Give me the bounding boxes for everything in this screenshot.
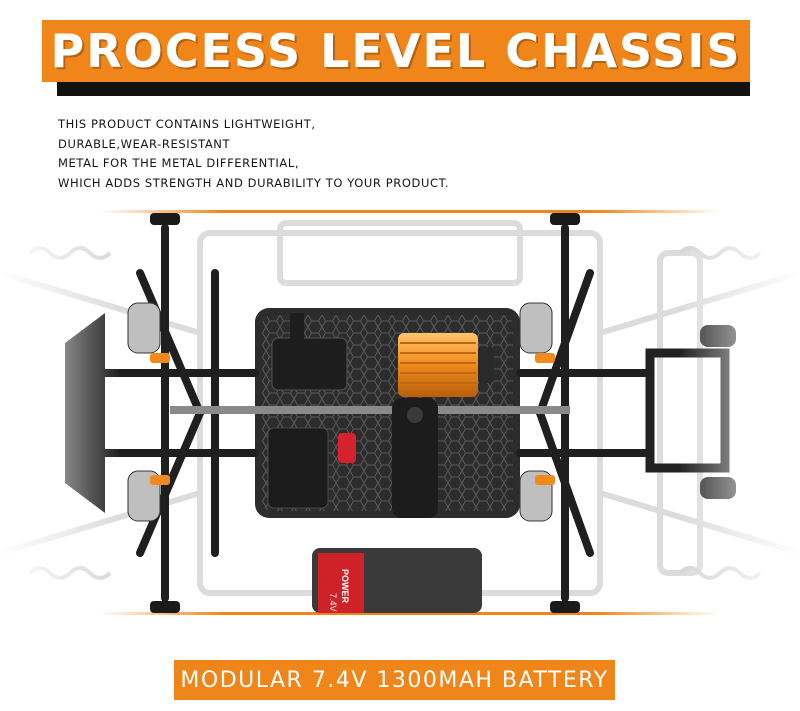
- battery-caption-text: MODULAR 7.4V 1300MAH BATTERY: [180, 667, 609, 693]
- battery-caption: MODULAR 7.4V 1300MAH BATTERY: [174, 660, 615, 700]
- chassis-illustration: 7.4V POWER: [0, 213, 800, 613]
- bottom-accent-line: [100, 612, 720, 615]
- battery-brand-label: POWER: [340, 569, 350, 604]
- battery-pack: 7.4V POWER: [312, 548, 482, 613]
- description-line: WHICH ADDS STRENGTH AND DURABILITY TO YO…: [58, 175, 450, 190]
- page-title: PROCESS LEVEL CHASSIS: [50, 24, 742, 78]
- battery-voltage-label: 7.4V: [328, 593, 338, 612]
- top-accent-line: [100, 210, 720, 213]
- title-banner: PROCESS LEVEL CHASSIS: [42, 20, 750, 82]
- product-description: THIS PRODUCT CONTAINS LIGHTWEIGHT, DURAB…: [58, 115, 578, 193]
- description-line: DURABLE,WEAR-RESISTANT: [58, 136, 231, 151]
- description-line: METAL FOR THE METAL DIFFERENTIAL,: [58, 156, 300, 170]
- description-line: THIS PRODUCT CONTAINS LIGHTWEIGHT,: [58, 117, 316, 131]
